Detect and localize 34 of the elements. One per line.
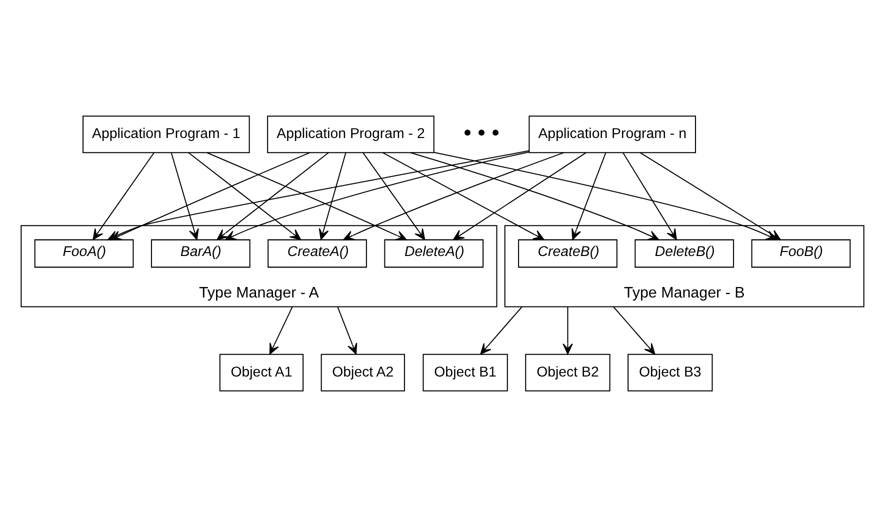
arrow <box>480 306 522 355</box>
node-box: Object B2 <box>524 354 610 392</box>
node-box: Application Program - 2 <box>266 116 434 154</box>
label: • • • <box>463 120 499 146</box>
arrow <box>268 306 292 355</box>
node-box: Object B3 <box>627 354 712 392</box>
node-box: DeleteB() <box>634 239 734 268</box>
node-box: CreateA() <box>267 239 366 268</box>
node-box: BarA() <box>150 239 250 268</box>
node-box: Object A2 <box>320 354 404 392</box>
node-box: FooA() <box>34 239 134 268</box>
arrow <box>206 152 406 240</box>
arrow <box>170 152 198 240</box>
arrow <box>452 152 586 240</box>
arrow <box>188 152 300 240</box>
arrow <box>382 152 544 240</box>
node-box: DeleteA() <box>384 239 484 268</box>
arrow <box>622 152 676 240</box>
arrow <box>362 152 425 240</box>
arrow <box>571 152 606 240</box>
arrow <box>342 152 564 240</box>
node-box: CreateB() <box>518 239 617 268</box>
node-box: Object B1 <box>422 354 508 392</box>
arrow <box>562 306 572 355</box>
node-box: Application Program - 1 <box>82 116 250 154</box>
node-box: Object A1 <box>218 354 304 392</box>
node-box: FooB() <box>750 239 850 268</box>
arrow <box>410 152 659 240</box>
arrow <box>336 306 357 355</box>
arrow <box>612 306 655 355</box>
arrow <box>224 152 529 240</box>
arrow <box>318 152 346 240</box>
arrow <box>216 152 328 240</box>
node-box: Application Program - n <box>528 116 696 154</box>
